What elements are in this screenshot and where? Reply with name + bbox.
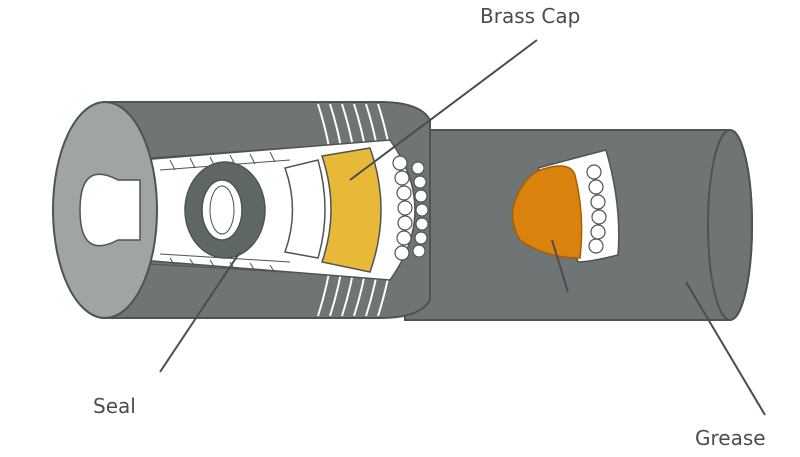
ball-bearings <box>392 155 429 261</box>
grease-leader <box>685 281 766 416</box>
brass-cap <box>321 147 382 273</box>
keyhole-opening <box>79 173 141 247</box>
grease-inner-leader <box>551 239 569 293</box>
seal-label: Seal <box>93 394 136 418</box>
grease-window <box>511 149 620 263</box>
brass-cap-label: Brass Cap <box>480 4 581 28</box>
leader-lines <box>159 39 766 416</box>
seal-leader <box>159 251 241 373</box>
grease-blob <box>511 165 583 259</box>
seal <box>184 161 266 259</box>
brass-cap-leader <box>349 39 538 181</box>
grease-label: Grease <box>695 426 766 450</box>
